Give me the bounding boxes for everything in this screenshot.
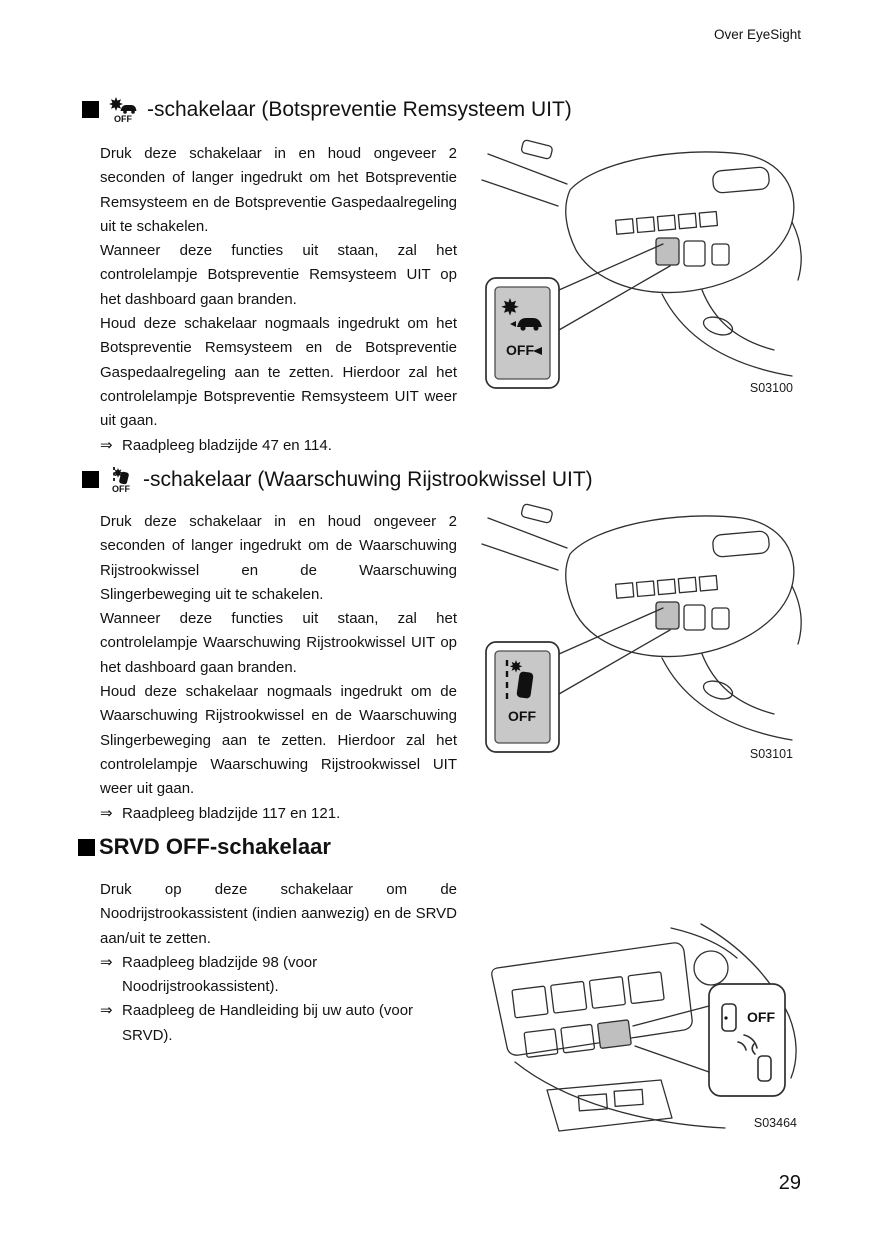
section-marker <box>82 471 99 488</box>
ref-arrow-icon: ⇒ <box>100 436 113 454</box>
highlighted-switch <box>655 601 680 630</box>
figure-pcs-switch: OFF S03100 <box>470 138 805 403</box>
section-body-ldw: Druk deze schakelaar in en houd ongeveer… <box>100 510 457 826</box>
ldw-off-switch-symbol <box>505 660 534 704</box>
section-title: -schakelaar (Waarschuwing Rijstrookwisse… <box>143 467 593 491</box>
paragraph: Houd deze schakelaar nogmaals ingedrukt … <box>100 683 457 798</box>
console-outline <box>565 515 795 658</box>
srvd-off-switch-symbol <box>721 1003 772 1082</box>
section-title: SRVD OFF-schakelaar <box>99 834 331 859</box>
highlighted-switch <box>597 1019 632 1049</box>
lane-departure-off-switch-icon: OFF <box>108 466 134 493</box>
page-header: Over EyeSight <box>713 27 801 42</box>
ref-arrow-icon: ⇒ <box>100 804 113 822</box>
collision-off-switch-icon: OFF <box>108 96 138 123</box>
paragraph: Wanneer deze functies uit staan, zal het… <box>100 610 457 676</box>
figure-code: S03100 <box>749 381 793 395</box>
callout-line <box>558 265 671 331</box>
page-number: 29 <box>778 1172 801 1194</box>
switch-off-label: OFF <box>508 708 536 724</box>
paragraph: Druk deze schakelaar in en houd ongeveer… <box>100 513 457 603</box>
section-marker <box>78 838 95 856</box>
callout-line <box>632 1005 710 1027</box>
section-body-pcs: Druk deze schakelaar in en houd ongeveer… <box>100 142 457 458</box>
callout-line <box>634 1045 710 1073</box>
section-heading-srvd: SRVD OFF-schakelaar <box>78 834 331 860</box>
icon-off-label: OFF <box>112 484 130 493</box>
figure-code: S03101 <box>749 747 793 761</box>
figure-code: S03464 <box>753 1116 797 1130</box>
section-marker <box>82 101 99 118</box>
icon-off-label: OFF <box>114 114 132 123</box>
highlighted-switch <box>655 237 680 266</box>
section-title: -schakelaar (Botspreventie Remsysteem UI… <box>147 97 572 121</box>
switch-off-label: OFF <box>747 1009 775 1025</box>
paragraph: Houd deze schakelaar nogmaals ingedrukt … <box>100 315 457 430</box>
pcs-off-switch-symbol <box>501 298 542 331</box>
page-reference: ⇒ Raadpleeg bladzijde 98 (voor Noodrijst… <box>100 951 457 1000</box>
reference-text: Raadpleeg de Handleiding bij uw auto (vo… <box>122 1002 414 1044</box>
page-reference: ⇒ Raadpleeg bladzijde 47 en 114. <box>100 434 457 458</box>
ref-arrow-icon: ⇒ <box>100 953 113 971</box>
overhead-console-illustration: OFF <box>481 139 802 389</box>
overhead-console-illustration: OFF <box>481 503 802 753</box>
reference-text: Raadpleeg bladzijde 98 (voor Noodrijstro… <box>122 953 318 996</box>
reference-text: Raadpleeg bladzijde 47 en 114. <box>122 436 332 454</box>
callout-line <box>558 243 664 291</box>
switch-callout-frame <box>708 983 786 1097</box>
paragraph: Druk deze schakelaar in en houd ongeveer… <box>100 145 457 235</box>
page-reference: ⇒ Raadpleeg de Handleiding bij uw auto (… <box>100 999 457 1048</box>
callout-line <box>558 607 664 655</box>
section-body-srvd: Druk op deze schakelaar om de Noodrijstr… <box>100 878 457 1048</box>
callout-line <box>558 629 671 695</box>
section-heading-pcs: OFF -schakelaar (Botspreventie Remsystee… <box>82 96 572 123</box>
switch-panel-outline <box>491 942 693 1056</box>
ref-arrow-icon: ⇒ <box>100 1002 113 1020</box>
paragraph: Druk op deze schakelaar om de Noodrijstr… <box>100 881 457 947</box>
off-arrow-icon <box>533 347 542 355</box>
switch-off-label: OFF <box>506 342 534 358</box>
paragraph: Wanneer deze functies uit staan, zal het… <box>100 242 457 308</box>
figure-ldw-switch: OFF S03101 <box>470 502 805 767</box>
page-reference: ⇒ Raadpleeg bladzijde 117 en 121. <box>100 802 457 826</box>
reference-text: Raadpleeg bladzijde 117 en 121. <box>122 804 341 822</box>
console-outline <box>565 151 795 294</box>
figure-srvd-switch: OFF S03464 <box>475 922 805 1150</box>
switch-panel-illustration: OFF <box>491 923 797 1132</box>
section-heading-ldw: OFF -schakelaar (Waarschuwing Rijstrookw… <box>82 466 593 493</box>
